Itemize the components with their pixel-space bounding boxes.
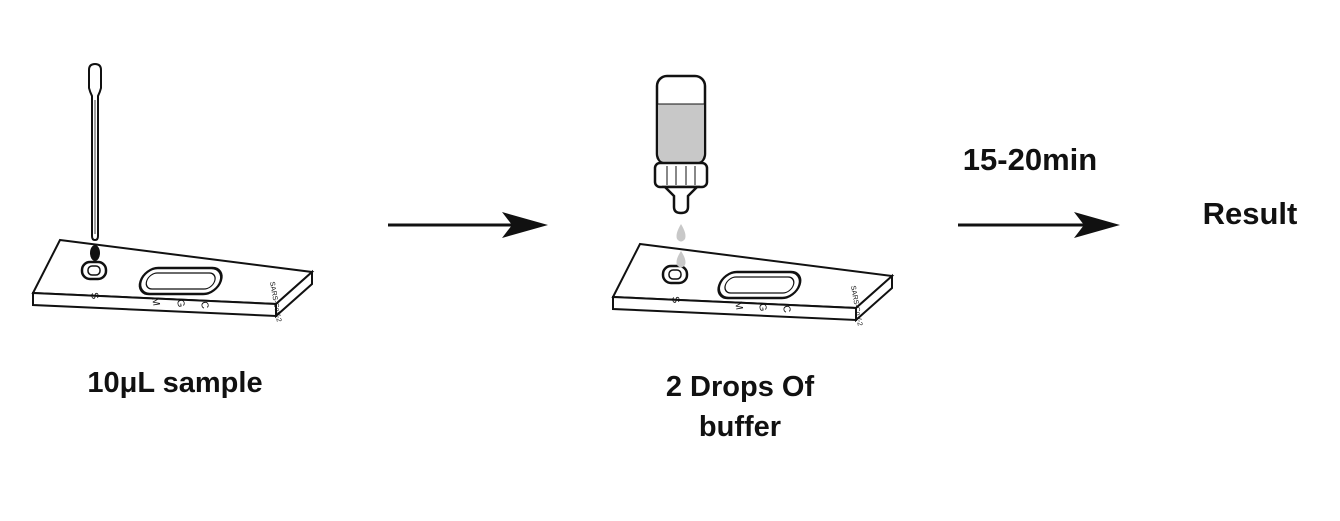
line-label-c: C xyxy=(780,305,792,314)
sample-drop-icon xyxy=(90,245,100,261)
arrow-1 xyxy=(388,212,548,238)
timing-label: 15-20min xyxy=(962,142,1098,177)
buffer-drop-icon xyxy=(676,224,686,242)
step2-label: 2 Drops Of buffer xyxy=(600,367,880,447)
line-label-g: G xyxy=(756,303,768,313)
arrow-2 xyxy=(958,212,1120,238)
sample-well-label: S xyxy=(88,292,100,301)
buffer-drop-icon xyxy=(676,251,686,268)
test-cassette-2: S M G C SARS-CoV-2 xyxy=(611,242,895,327)
sample-well-label: S xyxy=(669,296,681,305)
pipette-icon xyxy=(88,62,102,261)
line-label-g: G xyxy=(174,299,186,309)
line-label-m: M xyxy=(732,301,744,311)
step2-label-line-1: 2 Drops Of xyxy=(665,371,815,403)
sample-well xyxy=(80,260,108,281)
sample-well xyxy=(661,264,689,285)
step2-illustration: S M G C SARS-CoV-2 xyxy=(611,74,895,327)
step1-label: 10μL sample xyxy=(87,367,263,399)
result-window xyxy=(138,266,223,296)
step1-illustration: S M G C SARS-CoV-2 xyxy=(31,62,315,323)
step2-label-line-2: buffer xyxy=(698,411,782,443)
line-label-c: C xyxy=(198,301,210,310)
result-label: Result xyxy=(1202,196,1298,231)
result-window xyxy=(717,270,802,300)
line-label-m: M xyxy=(149,297,161,307)
test-cassette-1: S M G C SARS-CoV-2 xyxy=(31,238,315,323)
dropper-bottle-icon xyxy=(653,74,709,268)
